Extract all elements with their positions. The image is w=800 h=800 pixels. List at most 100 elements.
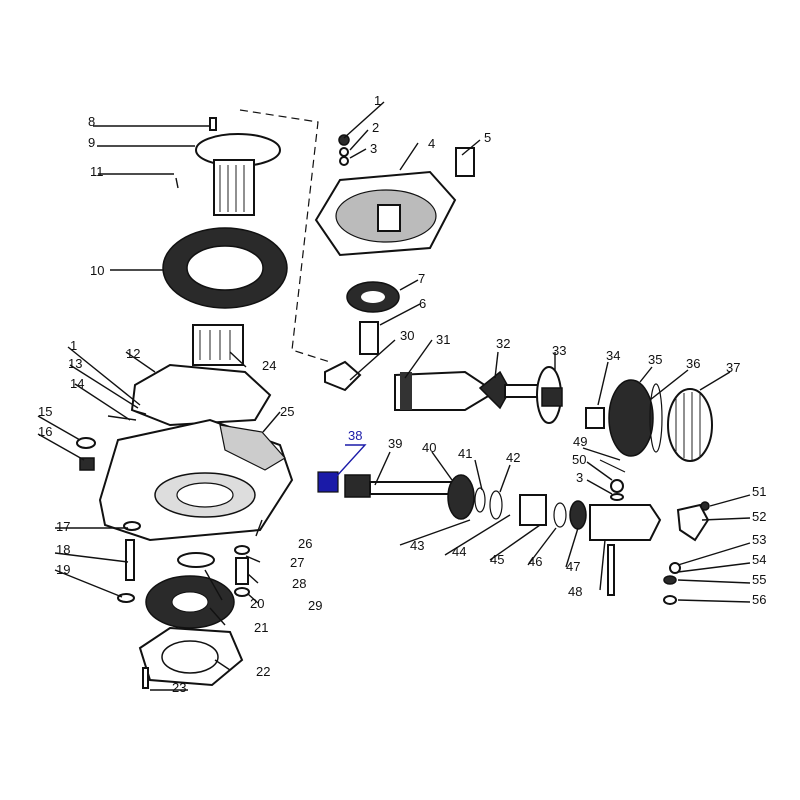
callout-16: 16 (38, 424, 52, 439)
part-9-pinion-shaft (213, 159, 255, 216)
part-8-screw (209, 117, 217, 131)
part-39-pinion (344, 474, 371, 498)
part-30-yoke (324, 360, 362, 392)
callout-25: 25 (280, 404, 294, 419)
callout-52: 52 (752, 509, 766, 524)
part-3-lower-washer (610, 493, 624, 501)
callout-49: 49 (573, 434, 587, 449)
callout-46: 46 (528, 554, 542, 569)
part-47-yoke (589, 504, 662, 541)
part-37-drum (667, 388, 713, 462)
part-6-sleeve (359, 321, 379, 355)
part-50-nut (610, 479, 624, 493)
part-46-ring (553, 502, 567, 528)
part-31-shaft-housing (394, 370, 497, 411)
part-15-washer (76, 437, 96, 449)
callout-53: 53 (752, 532, 766, 547)
callout-10: 10 (90, 263, 104, 278)
callout-38: 38 (348, 428, 362, 443)
callout-43: 43 (410, 538, 424, 553)
callout-37: 37 (726, 360, 740, 375)
part-18-pin (125, 539, 135, 581)
callout-7: 7 (418, 271, 425, 286)
part-11-pin (175, 177, 179, 189)
part-39-shaft (369, 481, 456, 495)
callout-31: 31 (436, 332, 450, 347)
callout-17: 17 (56, 519, 70, 534)
callout-55: 55 (752, 572, 766, 587)
callout-44: 44 (452, 544, 466, 559)
callout-2: 2 (372, 120, 379, 135)
callout-39: 39 (388, 436, 402, 451)
callout-1-top: 1 (374, 93, 381, 108)
callout-15: 15 (38, 404, 52, 419)
callout-22: 22 (256, 664, 270, 679)
callout-19: 19 (56, 562, 70, 577)
part-13-bolt (131, 409, 147, 415)
callout-33: 33 (552, 343, 566, 358)
part-42-ring (489, 490, 503, 520)
part-56-circlip (663, 595, 677, 605)
callout-23: 23 (172, 680, 186, 695)
callout-34: 34 (606, 348, 620, 363)
callout-56: 56 (752, 592, 766, 607)
callout-41: 41 (458, 446, 472, 461)
callout-28: 28 (292, 576, 306, 591)
part-34-sleeve (585, 407, 605, 429)
assembly-guide-line (239, 109, 331, 363)
part-20-o-ring (177, 552, 215, 568)
callout-14: 14 (70, 376, 84, 391)
callout-3-top: 3 (370, 141, 377, 156)
part-1-nut (338, 134, 350, 146)
callout-42: 42 (506, 450, 520, 465)
part-40-bearing (447, 474, 475, 520)
part-52-cross (676, 503, 710, 542)
callout-6: 6 (419, 296, 426, 311)
callout-45: 45 (490, 552, 504, 567)
callout-27: 27 (290, 555, 304, 570)
callout-11: 11 (90, 164, 104, 179)
callout-18: 18 (56, 542, 70, 557)
callout-21: 21 (254, 620, 268, 635)
callout-51: 51 (752, 484, 766, 499)
part-53-ring (669, 562, 681, 574)
part-5-fitting (455, 147, 475, 177)
part-38-bearing (317, 471, 339, 493)
part-24-bearing (192, 324, 244, 366)
callout-54: 54 (752, 552, 766, 567)
callout-40: 40 (422, 440, 436, 455)
part-55-washer (663, 575, 677, 585)
part-28-bushing (235, 557, 249, 585)
part-19-washer (117, 593, 135, 603)
part-51-fitting (700, 501, 710, 511)
part-14-bolt (107, 415, 137, 421)
callout-35: 35 (648, 352, 662, 367)
callout-1-left: 1 (70, 338, 77, 353)
part-27-washer (234, 545, 250, 555)
callout-30: 30 (400, 328, 414, 343)
callout-36: 36 (686, 356, 700, 371)
callout-9: 9 (88, 135, 95, 150)
part-25-housing-boss (219, 424, 286, 471)
part-2-washer (339, 147, 349, 157)
part-36-ring (649, 383, 663, 453)
part-41-ring (474, 487, 486, 513)
callout-3-lower: 3 (576, 470, 583, 485)
callout-50: 50 (572, 452, 586, 467)
callout-29: 29 (308, 598, 322, 613)
part-29-washer (234, 587, 250, 597)
part-45-sleeve (519, 494, 547, 526)
part-drawings (76, 109, 713, 689)
callout-26: 26 (298, 536, 312, 551)
callout-8: 8 (88, 114, 95, 129)
part-49-pin (599, 459, 626, 473)
part-48-pin (607, 544, 615, 596)
callout-47: 47 (566, 559, 580, 574)
leader-lines (37, 101, 751, 691)
callout-12: 12 (126, 346, 140, 361)
part-17-washer (123, 521, 141, 531)
callout-24: 24 (262, 358, 276, 373)
part-12-gasket (130, 363, 272, 427)
part-23-bolt (142, 667, 149, 689)
part-16-nut (79, 457, 95, 471)
